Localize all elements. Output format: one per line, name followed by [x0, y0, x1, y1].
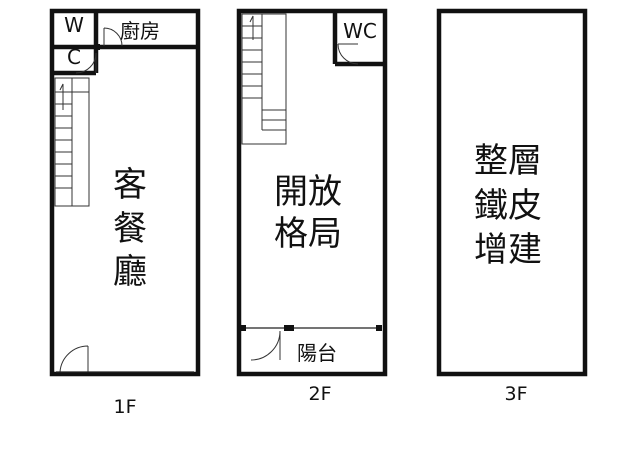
floor-1f-entry-door — [59, 345, 89, 373]
floor-2f-stairs — [241, 13, 287, 145]
floor-2f-label: 2F — [308, 383, 331, 405]
floor-3f-outer-wall — [436, 8, 588, 377]
floor-2f-balcony-label: 陽台 — [297, 341, 337, 365]
floor-1f: W C 廚房 客 餐 廳 1F — [49, 8, 201, 418]
floor-1f-outer-wall — [49, 8, 201, 377]
floor-1f-wc-label-bottom: C — [67, 45, 81, 69]
floor-3f-main-label-3: 增建 — [474, 230, 542, 270]
floor-2f: WC 開放 格局 陽台 2F — [236, 8, 388, 405]
floor-2f-outer-wall — [236, 8, 388, 377]
floor-1f-main-label-1: 客 — [113, 165, 147, 205]
floor-3f: 整層 鐵皮 增建 3F — [436, 8, 588, 405]
floor-2f-main-label-2: 格局 — [274, 214, 342, 254]
floor-3f-label: 3F — [504, 383, 527, 405]
floor-2f-balcony-door — [250, 330, 281, 361]
floor-3f-main-label-2: 鐵皮 — [474, 186, 542, 226]
floor-2f-main-label-1: 開放 — [274, 172, 342, 212]
floor-1f-main-label-3: 廳 — [113, 252, 147, 292]
floor-2f-post-mid — [284, 325, 294, 331]
floor-1f-stairs — [54, 77, 90, 207]
floor-1f-kitchen-door — [103, 27, 123, 47]
floor-2f-post-left — [240, 325, 246, 331]
floor-1f-wc-label-top: W — [64, 13, 84, 37]
floor-1f-label: 1F — [113, 396, 136, 418]
floor-2f-wc-door — [337, 43, 359, 65]
floor-1f-main-label-2: 餐 — [113, 209, 147, 249]
floor-2f-post-right — [376, 325, 382, 331]
floor-1f-post — [94, 44, 100, 50]
floor-2f-wc-label: WC — [343, 19, 377, 43]
floor-1f-kitchen-label: 廚房 — [120, 19, 160, 43]
floor-3f-main-label-1: 整層 — [474, 141, 542, 181]
floor-1f-wc-door — [75, 52, 97, 74]
